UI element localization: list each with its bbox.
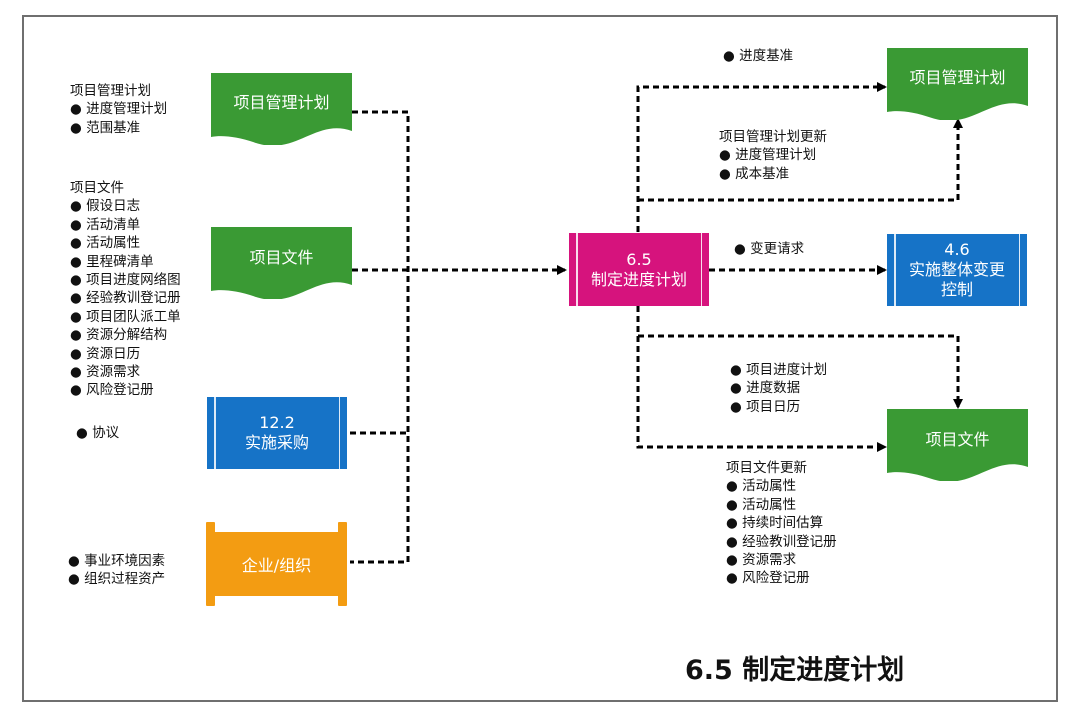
note-item: ● 资源需求 — [70, 363, 141, 380]
note-title: 项目管理计划 — [70, 83, 151, 99]
connector-project-docs-update — [638, 334, 963, 409]
connector-to-pm-plan — [636, 82, 887, 232]
project-docs-input-notes: 项目文件 ● 假设日志 ● 活动清单 ● 活动属性 ● 里程碑清单 ● 项目进度… — [70, 179, 181, 400]
pm-plan-input-doc: 项目管理计划 — [211, 73, 352, 145]
doc-label: 项目文件 — [925, 430, 990, 449]
document-shape — [887, 48, 1028, 120]
process-name: 实施采购 — [244, 433, 309, 452]
note-title: 项目管理计划更新 — [719, 129, 827, 145]
doc-label: 项目管理计划 — [909, 68, 1006, 87]
note-item: ● 经验教训登记册 — [70, 290, 181, 307]
note-item: ● 活动属性 — [726, 478, 797, 495]
note-item: ● 风险登记册 — [70, 382, 154, 399]
document-shape — [887, 409, 1028, 481]
note-item: ● 里程碑清单 — [70, 253, 154, 270]
pm-plan-input-notes: 项目管理计划 ● 进度管理计划 ● 范围基准 — [70, 82, 167, 137]
pm-plan-update-notes: 项目管理计划更新 ● 进度管理计划 ● 成本基准 — [719, 128, 827, 183]
process-number: 6.5 — [626, 249, 652, 269]
note-item: ● 活动属性 — [726, 496, 797, 513]
process-name-cont: 控制 — [940, 280, 973, 299]
process-6-5: 6.5 制定进度计划 — [569, 233, 709, 306]
note-title: 项目文件 — [70, 180, 124, 196]
project-docs-update-notes: 项目文件更新 ● 活动属性 ● 活动属性 ● 持续时间估算 ● 经验教训登记册 … — [726, 459, 837, 588]
note-item: ● 资源需求 — [726, 551, 797, 568]
note-item: ● 持续时间估算 — [726, 515, 824, 532]
diagram-frame — [22, 15, 1058, 702]
diagram-title: 6.5 制定进度计划 — [685, 655, 905, 686]
procurement-notes: ● 协议 — [76, 424, 119, 442]
connector-to-project-docs — [636, 306, 887, 452]
note-item: ● 范围基准 — [70, 119, 141, 136]
doc-label: 项目文件 — [249, 248, 314, 267]
note-item: ● 项目日历 — [730, 398, 801, 415]
note-item: ● 事业环境因素 — [68, 553, 166, 569]
project-docs-output-notes: ● 项目进度计划 ● 进度数据 ● 项目日历 — [730, 361, 827, 416]
enterprise-label: 企业/组织 — [215, 532, 338, 596]
note-item: ● 进度管理计划 — [719, 147, 817, 164]
change-control-process: 4.6 实施整体变更 控制 — [887, 234, 1027, 306]
enterprise-notes: ● 事业环境因素 ● 组织过程资产 — [68, 552, 165, 589]
connector-pm-plan-update — [638, 118, 963, 202]
doc-label: 项目管理计划 — [233, 93, 330, 112]
note-item: ● 项目进度网络图 — [70, 271, 181, 288]
note-title: 项目文件更新 — [726, 460, 807, 476]
note-item: ● 进度数据 — [730, 380, 801, 397]
enterprise-org-shape: 企业/组织 — [206, 522, 347, 606]
note-item: ● 项目进度计划 — [730, 362, 828, 378]
change-request-note: ● 变更请求 — [734, 240, 804, 258]
note-item: ● 风险登记册 — [726, 570, 810, 587]
note-item: ● 假设日志 — [70, 198, 141, 215]
document-shape — [211, 227, 352, 299]
document-shape — [211, 73, 352, 145]
note-item: ● 成本基准 — [719, 165, 790, 182]
project-docs-output-doc: 项目文件 — [887, 409, 1028, 481]
note-item: ● 协议 — [76, 425, 120, 441]
note-item: ● 活动清单 — [70, 216, 141, 233]
note-item: ● 进度基准 — [723, 48, 794, 64]
note-item: ● 项目团队派工单 — [70, 308, 181, 325]
schedule-baseline-note: ● 进度基准 — [723, 47, 793, 65]
connector-inputs-bus — [350, 110, 410, 564]
note-item: ● 变更请求 — [734, 241, 805, 257]
pm-plan-output-doc: 项目管理计划 — [887, 48, 1028, 120]
note-item: ● 进度管理计划 — [70, 101, 168, 118]
procurement-process: 12.2 实施采购 — [207, 397, 347, 469]
project-docs-input-doc: 项目文件 — [211, 227, 352, 299]
process-number: 4.6 — [944, 240, 970, 259]
note-item: ● 组织过程资产 — [68, 571, 166, 588]
process-name: 实施整体变更 — [908, 260, 1005, 279]
process-number: 12.2 — [259, 413, 295, 432]
process-name: 制定进度计划 — [590, 269, 687, 289]
note-item: ● 经验教训登记册 — [726, 533, 837, 550]
note-item: ● 活动属性 — [70, 235, 141, 252]
note-item: ● 资源分解结构 — [70, 327, 168, 344]
note-item: ● 资源日历 — [70, 345, 141, 362]
